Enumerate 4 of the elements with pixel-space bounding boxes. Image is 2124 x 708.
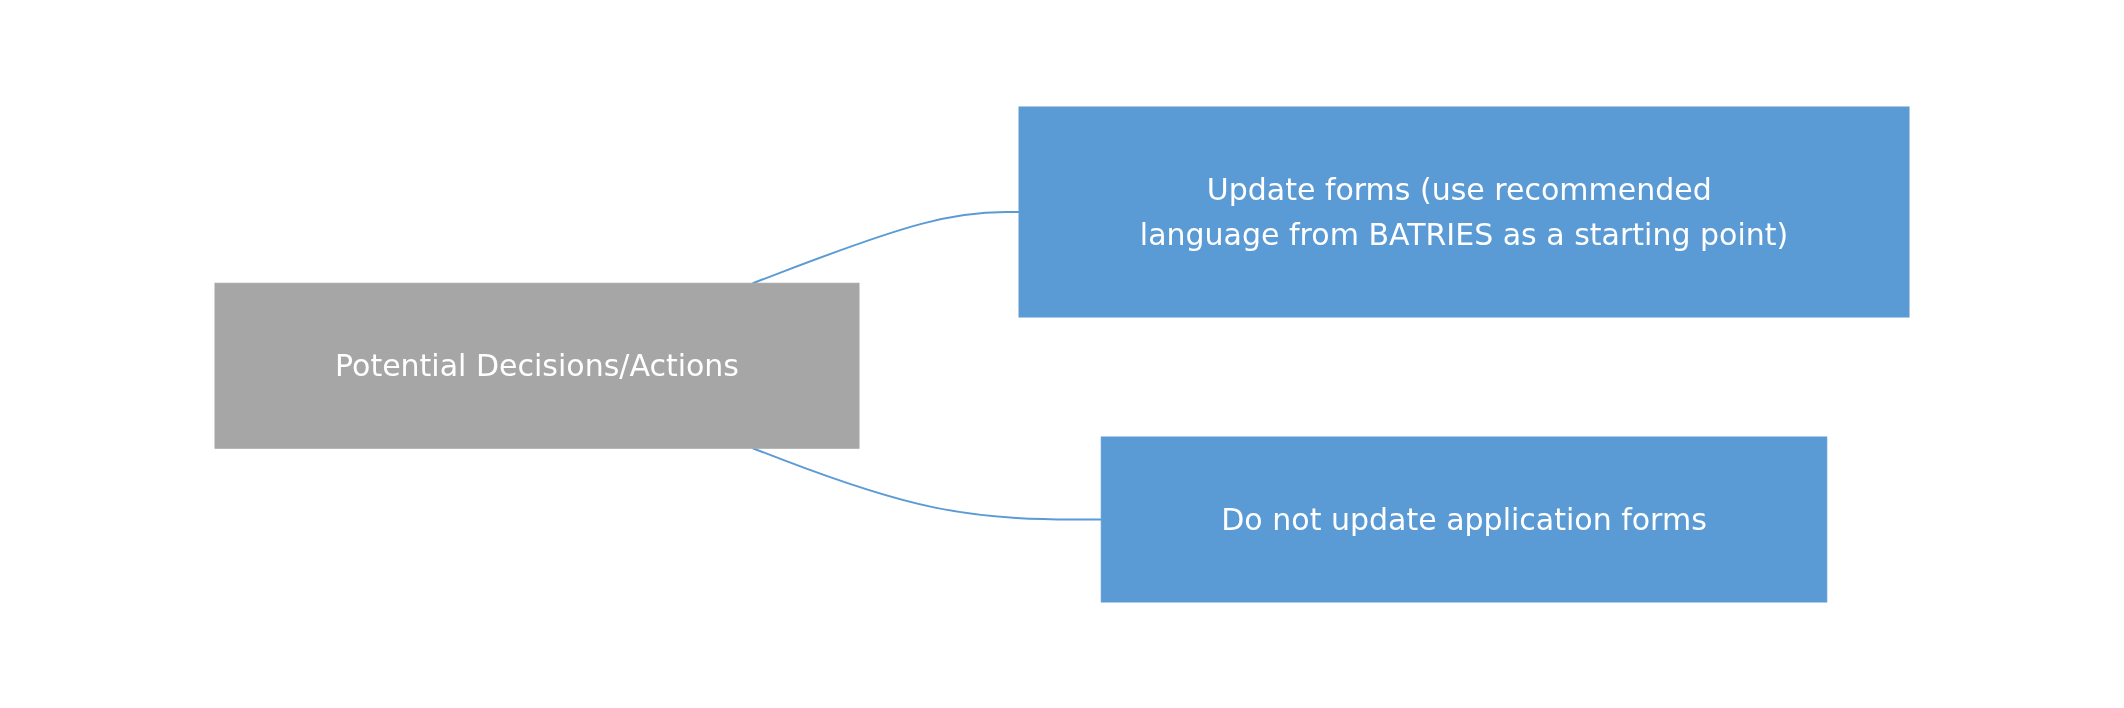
connector — [751, 446, 1103, 520]
node-box: Update forms (use recommended language from BATRIES as a starting point) — [1018, 106, 1910, 317]
node-box: Potential Decisions/Actions — [214, 282, 860, 449]
node-box: Do not update application forms — [1100, 436, 1828, 602]
